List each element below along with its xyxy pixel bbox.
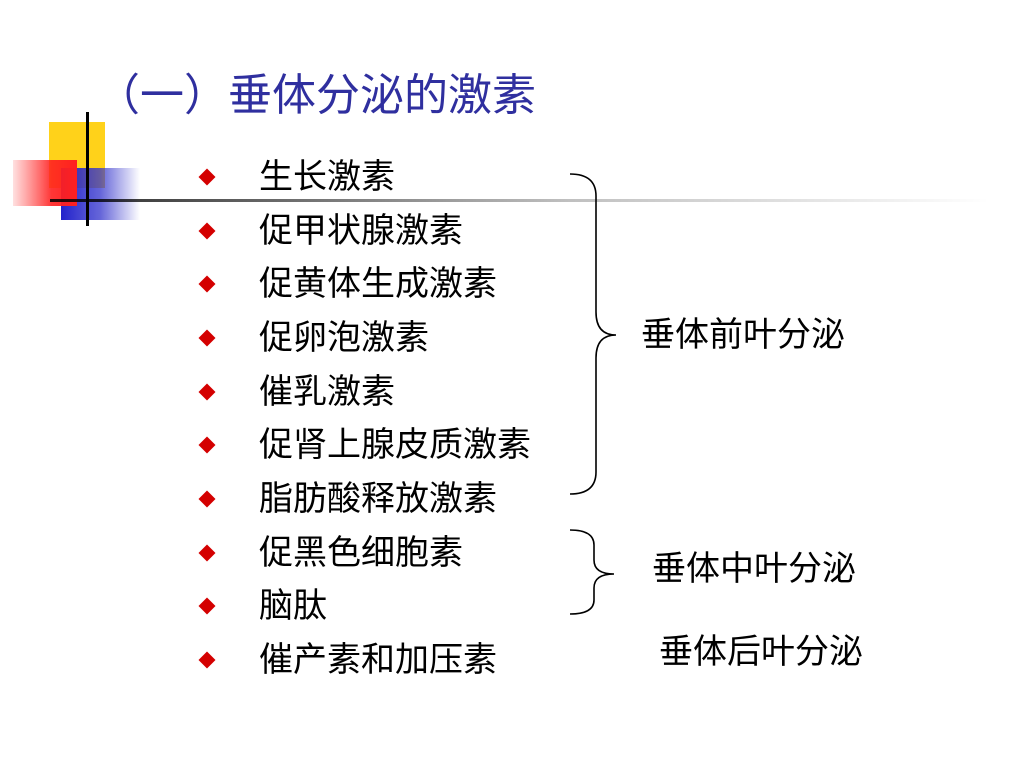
list-item: 脑肽: [190, 580, 531, 634]
list-item: 脂肪酸释放激素: [190, 472, 531, 526]
list-item: 促黄体生成激素: [190, 257, 531, 311]
decoration-vertical-line: [86, 112, 89, 226]
list-item: 催乳激素: [190, 365, 531, 419]
list-item: 促黑色细胞素: [190, 526, 531, 580]
red-square: [13, 160, 77, 206]
list-item: 促甲状腺激素: [190, 204, 531, 258]
hormone-name: 催产素和加压素: [259, 640, 497, 681]
list-item: 促卵泡激素: [190, 311, 531, 365]
hormone-name: 促卵泡激素: [259, 317, 429, 358]
middle-lobe-label: 垂体中叶分泌: [652, 549, 856, 589]
hormone-name: 促甲状腺激素: [259, 210, 463, 251]
diamond-bullet-icon: [198, 383, 216, 401]
list-item: 催产素和加压素: [190, 633, 531, 687]
diamond-bullet-icon: [198, 490, 216, 508]
diamond-bullet-icon: [198, 651, 216, 669]
hormone-name: 生长激素: [259, 156, 395, 197]
diamond-bullet-icon: [198, 329, 216, 347]
middle-brace: [569, 529, 615, 615]
hormone-name: 促黄体生成激素: [259, 264, 497, 305]
diamond-bullet-icon: [198, 222, 216, 240]
diamond-bullet-icon: [198, 597, 216, 615]
decoration-horizontal-line: [50, 199, 990, 202]
hormone-name: 促黑色细胞素: [259, 532, 463, 573]
posterior-lobe-label: 垂体后叶分泌: [659, 632, 863, 672]
diamond-bullet-icon: [198, 544, 216, 562]
hormone-list: 生长激素 促甲状腺激素 促黄体生成激素 促卵泡激素 催乳激素 促肾上腺皮质激素 …: [190, 150, 531, 687]
list-item: 生长激素: [190, 150, 531, 204]
hormone-name: 脑肽: [259, 586, 327, 627]
hormone-name: 脂肪酸释放激素: [259, 478, 497, 519]
slide-title: （一）垂体分泌的激素: [96, 70, 536, 121]
diamond-bullet-icon: [198, 168, 216, 186]
list-item: 促肾上腺皮质激素: [190, 418, 531, 472]
diamond-bullet-icon: [198, 275, 216, 293]
hormone-name: 促肾上腺皮质激素: [259, 425, 531, 466]
hormone-name: 催乳激素: [259, 371, 395, 412]
diamond-bullet-icon: [198, 436, 216, 454]
title-decoration: [13, 112, 990, 226]
anterior-lobe-label: 垂体前叶分泌: [641, 315, 845, 355]
